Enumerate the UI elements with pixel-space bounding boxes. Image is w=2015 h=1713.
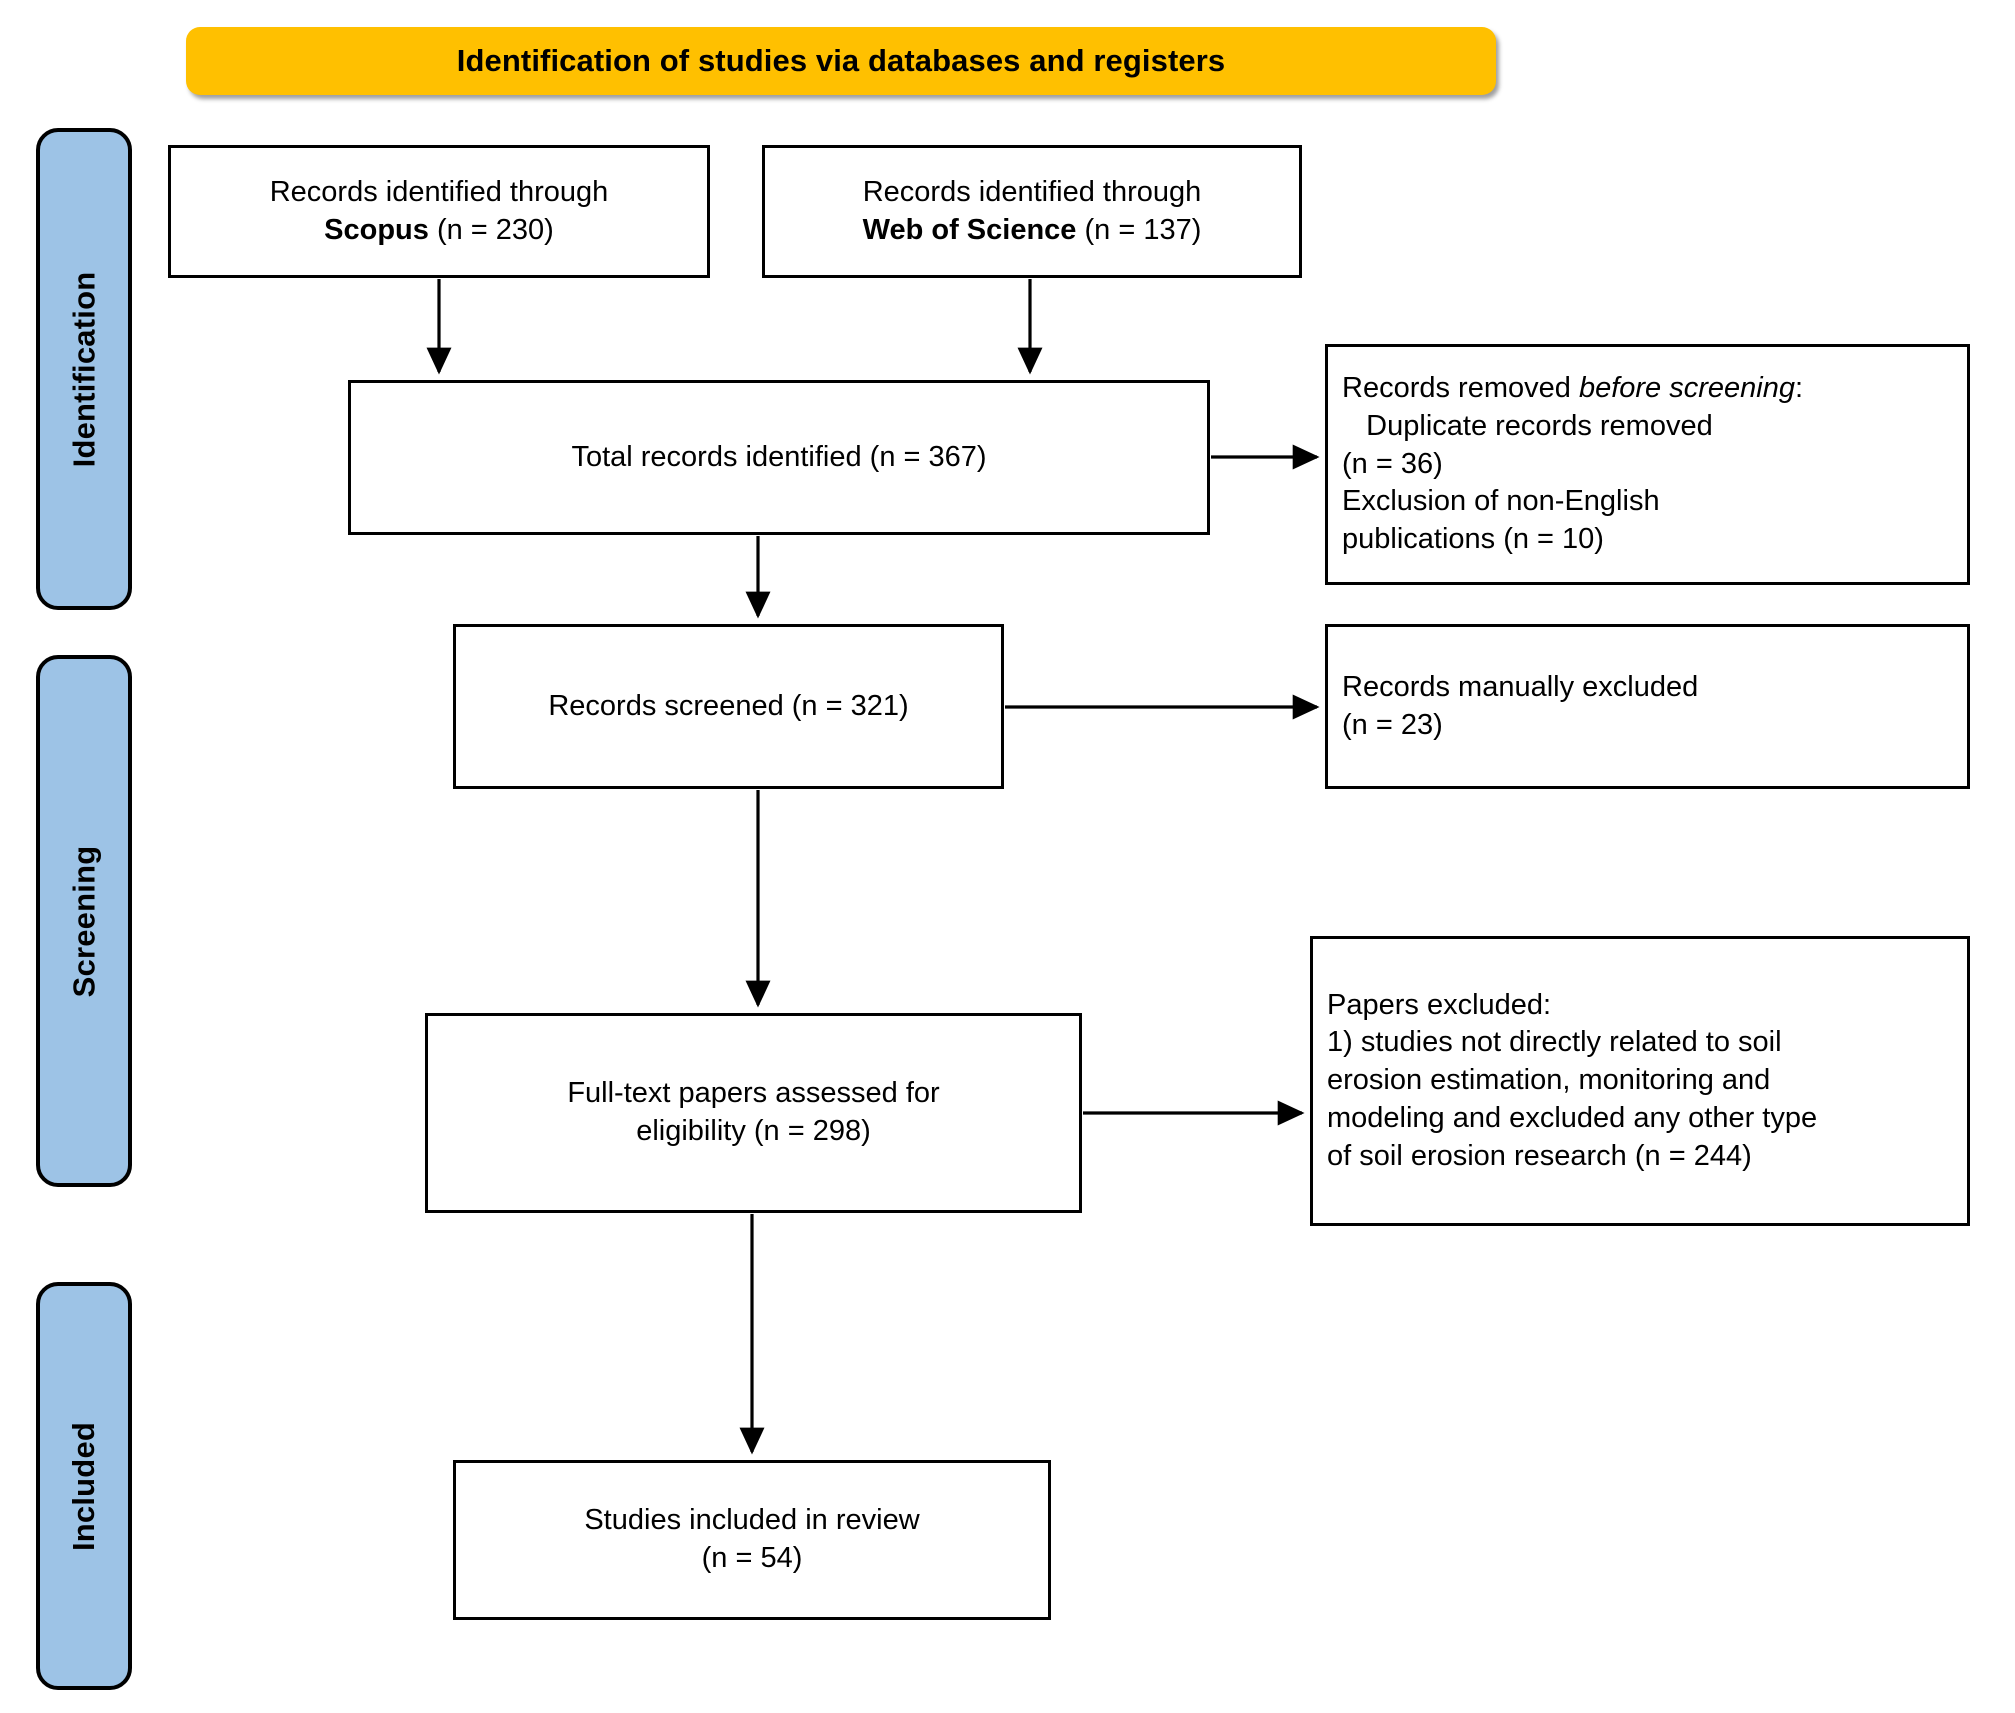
stage-tab-identification: Identification (36, 128, 132, 610)
phase-banner-databases-registers: Identification of studies via databases … (186, 27, 1496, 95)
manually-excluded-line-1: Records manually excluded (1342, 670, 1699, 703)
stage-tab-screening: Screening (36, 655, 132, 1187)
node-records-manually-excluded: Records manually excluded (n = 23) (1325, 624, 1970, 789)
scopus-count: (n = 230) (436, 213, 554, 246)
removed-line-2: Duplicate records removed (1342, 409, 1713, 442)
before-screening-emphasis: before screening (1578, 372, 1795, 405)
papers-excluded-line-5: of soil erosion research (n = 244) (1327, 1139, 1752, 1172)
papers-excluded-line-1: Papers excluded: (1327, 988, 1552, 1021)
stage-tab-included: Included (36, 1282, 132, 1690)
removed-line-5: publications (n = 10) (1342, 523, 1604, 556)
total-records-text: Total records identified (n = 367) (571, 440, 987, 473)
node-total-records-identified: Total records identified (n = 367) (348, 380, 1210, 535)
phase-banner-title: Identification of studies via databases … (456, 43, 1226, 78)
node-records-removed-before-screening: Records removed before screening: Duplic… (1325, 344, 1970, 585)
fulltext-line-1: Full-text papers assessed for (567, 1077, 940, 1110)
records-screened-text: Records screened (n = 321) (548, 689, 909, 722)
fulltext-line-2: eligibility (n = 298) (636, 1115, 871, 1147)
removed-line-1: Records removed before screening: (1342, 372, 1804, 405)
stage-label-included: Included (66, 1421, 102, 1551)
node-papers-excluded: Papers excluded: 1) studies not directly… (1310, 936, 1970, 1226)
node-studies-included-in-review: Studies included in review (n = 54) (453, 1460, 1051, 1620)
scopus-line-2: Scopus (n = 230) (187, 212, 691, 250)
stage-label-identification: Identification (66, 271, 102, 467)
papers-excluded-line-4: modeling and excluded any other type (1327, 1101, 1818, 1134)
wos-line-2: Web of Science (n = 137) (781, 212, 1283, 250)
studies-included-line-1: Studies included in review (584, 1504, 920, 1537)
removed-line-3: (n = 36) (1342, 447, 1443, 480)
scopus-line-1: Records identified through (269, 175, 609, 208)
papers-excluded-line-2: 1) studies not directly related to soil (1327, 1026, 1782, 1059)
stage-label-screening: Screening (66, 845, 102, 997)
node-records-screened: Records screened (n = 321) (453, 624, 1004, 789)
papers-excluded-line-3: erosion estimation, monitoring and (1327, 1064, 1771, 1097)
manually-excluded-line-2: (n = 23) (1342, 708, 1443, 741)
node-fulltext-papers-assessed: Full-text papers assessed for eligibilit… (425, 1013, 1082, 1213)
node-records-identified-web-of-science: Records identified through Web of Scienc… (762, 145, 1302, 278)
node-records-identified-scopus: Records identified through Scopus (n = 2… (168, 145, 710, 278)
wos-source-name: Web of Science (862, 213, 1077, 246)
wos-line-1: Records identified through (862, 175, 1202, 208)
scopus-source-name: Scopus (324, 213, 429, 246)
wos-count: (n = 137) (1084, 213, 1202, 246)
studies-included-line-2: (n = 54) (701, 1542, 803, 1574)
removed-line-4: Exclusion of non-English (1342, 485, 1660, 518)
